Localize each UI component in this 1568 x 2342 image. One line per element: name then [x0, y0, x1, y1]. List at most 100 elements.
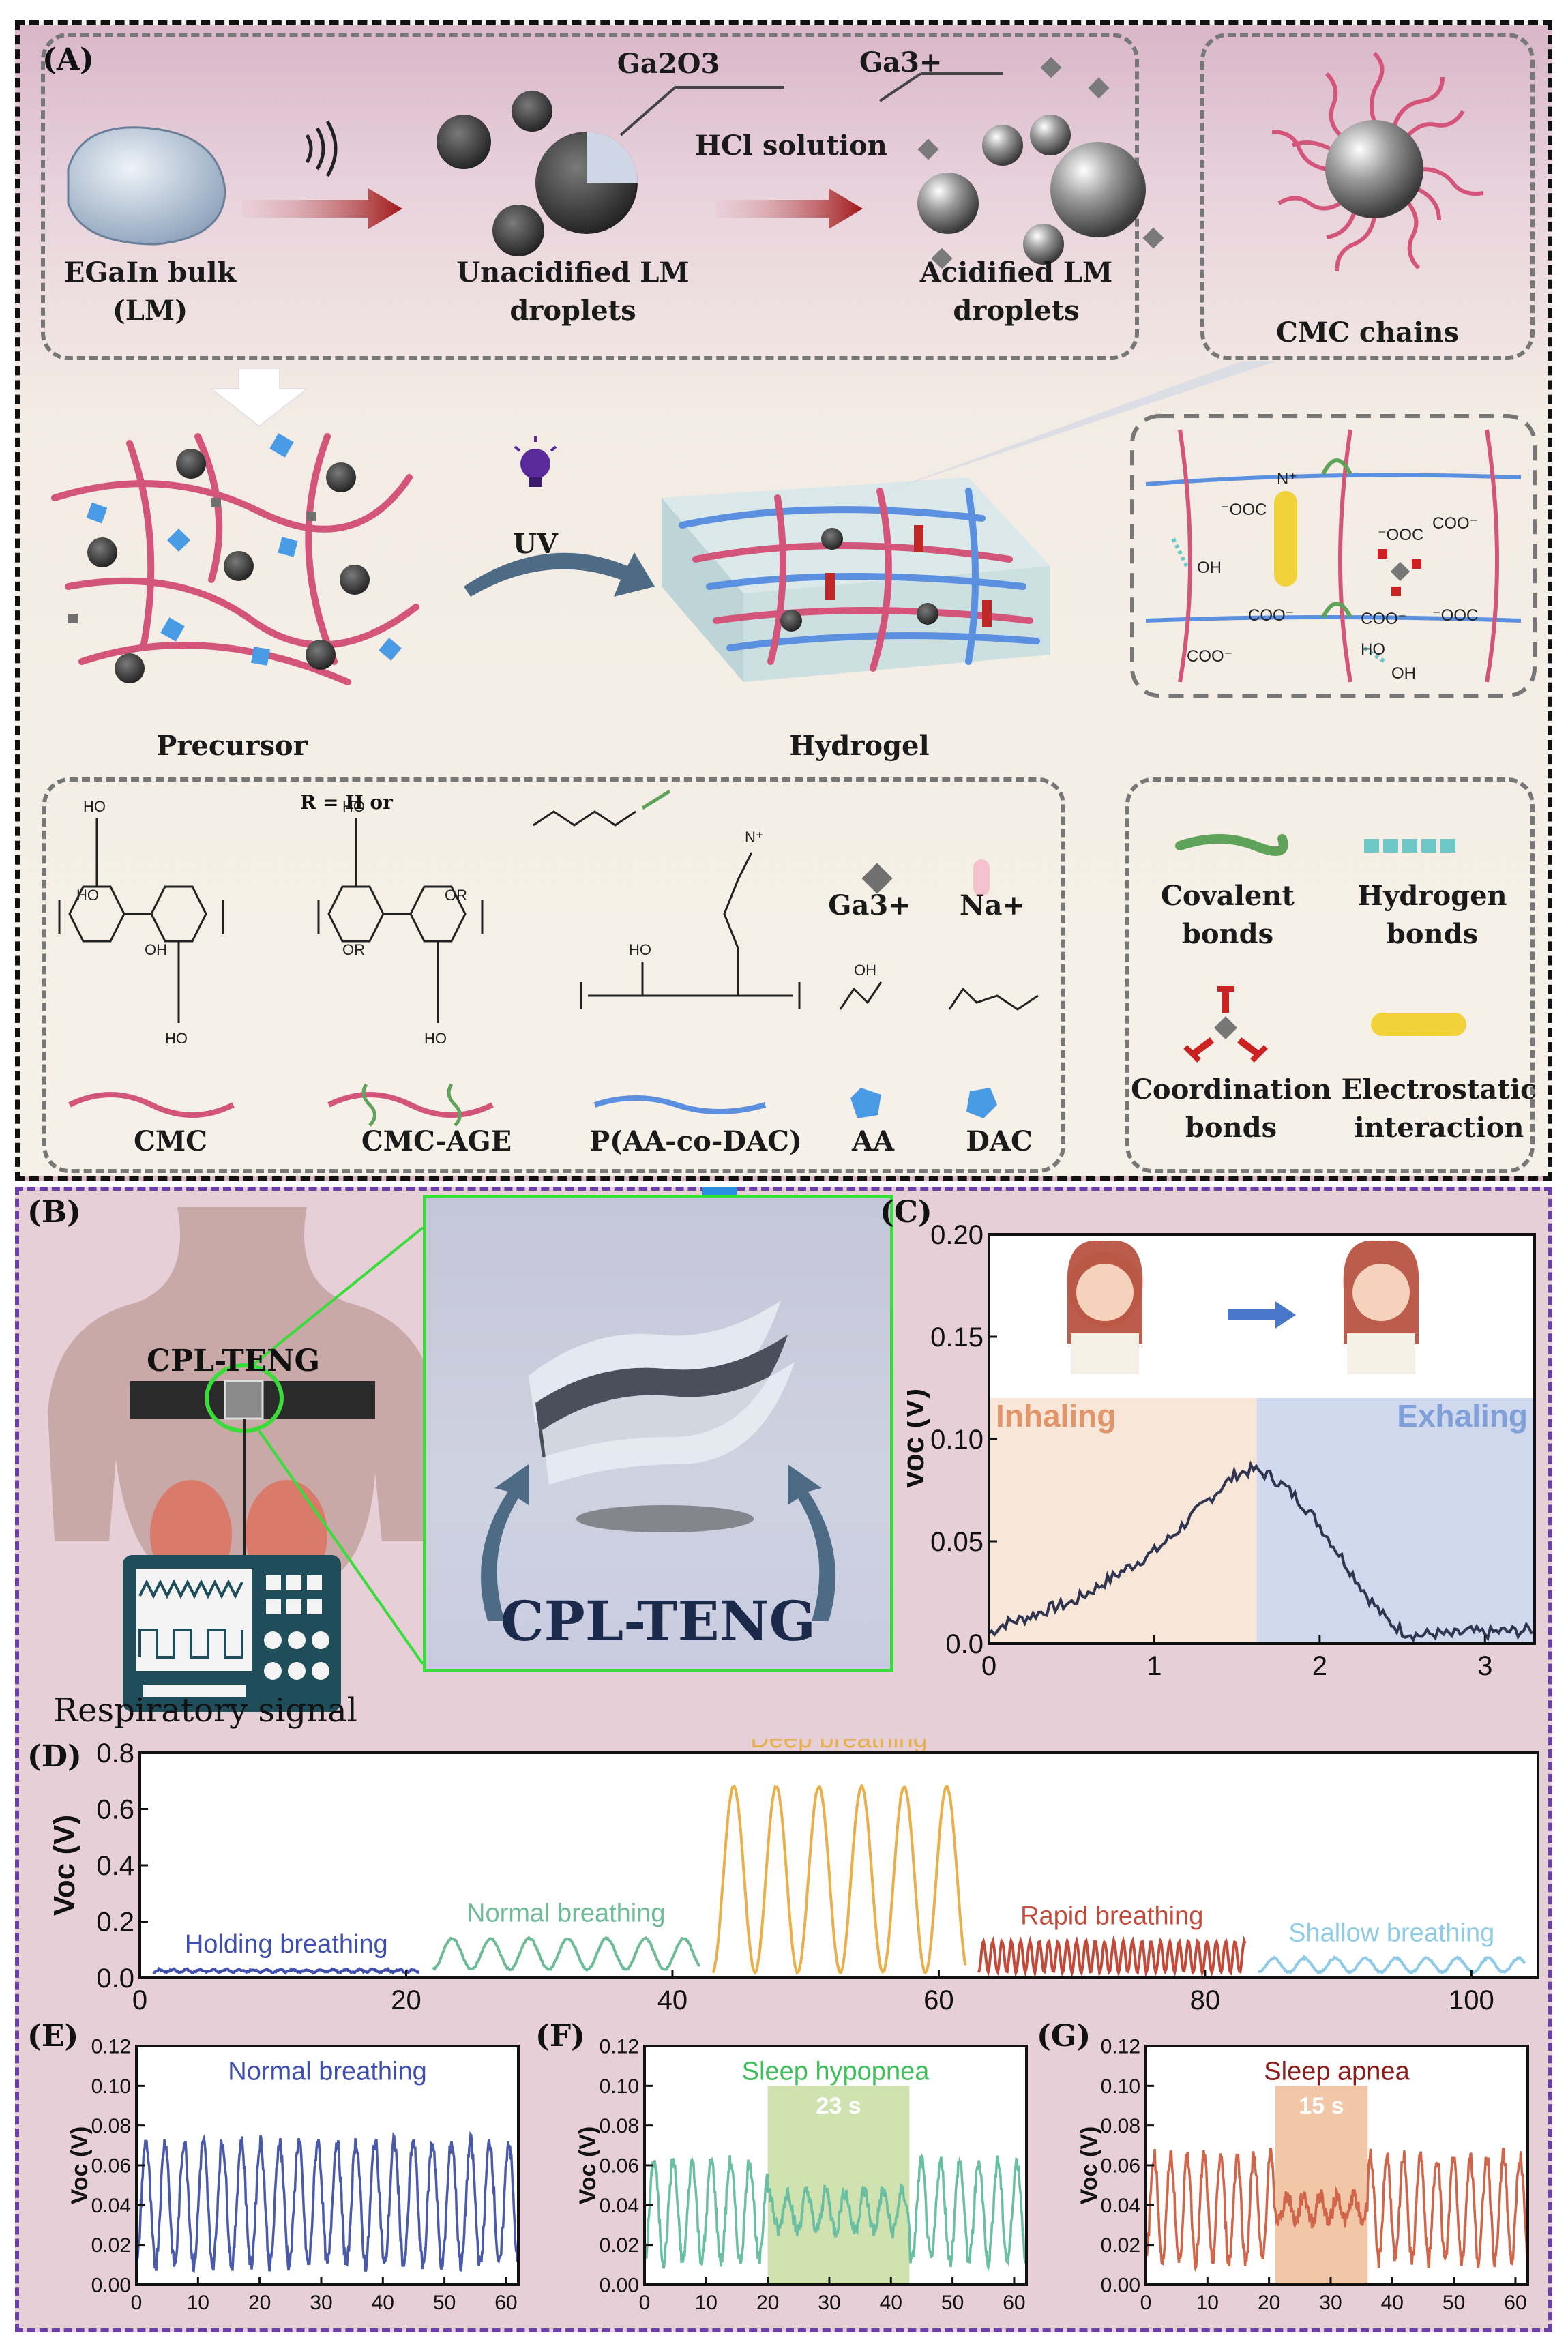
cmc-age-chain-icon [327, 1092, 494, 1118]
svg-text:⁻OOC: ⁻OOC [1221, 501, 1267, 519]
precursor-network-icon [51, 433, 419, 685]
svg-text:⁻OOC: ⁻OOC [1432, 606, 1478, 625]
series-line [988, 1460, 1533, 1643]
cmc-legend-label: CMC [134, 1125, 207, 1157]
svg-text:HO: HO [83, 798, 106, 815]
svg-text:HO: HO [342, 798, 365, 815]
event-region [767, 2086, 910, 2285]
covalent-label-2: bonds [1181, 918, 1274, 950]
svg-text:COO⁻: COO⁻ [1432, 514, 1478, 533]
x-tick-label: 50 [433, 2292, 456, 2314]
y-tick-label: 0.4 [96, 1851, 134, 1881]
y-tick-label: 0.08 [91, 2115, 131, 2137]
y-tick-label: 0.02 [600, 2234, 639, 2257]
y-tick-label: 0.06 [600, 2155, 639, 2178]
series-line [643, 2152, 1028, 2272]
respiratory-signal-label: Respiratory signal [53, 1691, 357, 1730]
svg-text:OR: OR [342, 941, 365, 958]
arrow-down-icon [209, 368, 309, 428]
y-tick-label: 0.0 [96, 1963, 134, 1993]
dac-monomer-icon [966, 1088, 997, 1118]
panel-e-label: (E) [27, 2019, 79, 2054]
segment-label: Holding breathing [185, 1930, 388, 1959]
x-tick-label: 60 [494, 2292, 517, 2314]
svg-text:COO⁻: COO⁻ [1187, 647, 1232, 666]
event-duration-label: 23 s [816, 2093, 861, 2119]
region-inhaling [989, 1398, 1257, 1644]
region-label: Inhaling [996, 1398, 1116, 1434]
svg-text:OR: OR [445, 887, 467, 904]
series-line [135, 2131, 520, 2274]
x-tick-label: 60 [923, 1985, 954, 2015]
x-tick-label: 60 [1504, 2292, 1526, 2314]
covalent-bond-icon [1175, 834, 1288, 856]
x-tick-label: 0 [1140, 2292, 1152, 2314]
y-tick-label: 0.00 [600, 2274, 639, 2297]
x-tick-label: 50 [1443, 2292, 1465, 2314]
inhale-face-icon [1067, 1240, 1143, 1374]
na-legend-label: Na+ [960, 889, 1025, 921]
y-tick-label: 0.02 [1101, 2234, 1140, 2257]
aa-legend-label: AA [851, 1125, 895, 1157]
electrostatic-icon [1371, 1013, 1466, 1036]
x-tick-label: 40 [1381, 2292, 1404, 2314]
plot-area [140, 1753, 1538, 1978]
coordination-bond-icon [1183, 986, 1268, 1063]
y-tick-label: 0.10 [600, 2075, 639, 2098]
x-tick-label: 30 [1319, 2292, 1342, 2314]
aa-monomer-icon [850, 1088, 881, 1118]
hydrogel-label: Hydrogel [789, 730, 930, 762]
svg-text:HO: HO [629, 941, 651, 958]
precursor-label: Precursor [156, 730, 308, 762]
series-line [1144, 2147, 1529, 2272]
y-tick-label: 0.0 [945, 1629, 983, 1659]
panel-c-label: (C) [880, 1195, 932, 1230]
y-tick-label: 0.2 [96, 1908, 134, 1938]
uv-label: UV [513, 528, 558, 560]
lm-process-illustration [67, 51, 1484, 272]
segment-label: Shallow breathing [1288, 1918, 1494, 1947]
covalent-label: Covalent [1161, 880, 1295, 912]
y-tick-label: 0.06 [1101, 2155, 1140, 2178]
ga2o3-label: Ga2O3 [617, 48, 720, 80]
svg-text:COO⁻: COO⁻ [1361, 610, 1406, 628]
panel-d-label: (D) [27, 1739, 82, 1774]
y-tick-label: 0.04 [91, 2195, 131, 2217]
series-line [1258, 1954, 1526, 1975]
acidified-label-2: droplets [953, 295, 1080, 327]
chemical-legend-box [42, 777, 1065, 1173]
acidified-label: Acidified LM [919, 256, 1113, 288]
y-axis-label: Voc (V) [907, 1389, 930, 1489]
hydrogen-label-2: bonds [1386, 918, 1479, 950]
x-tick-label: 20 [391, 1985, 421, 2015]
x-tick-label: 80 [1190, 1985, 1221, 2015]
cmc-chain-icon [68, 1092, 235, 1118]
uv-lamp-icon [514, 436, 557, 487]
series-line [432, 1936, 700, 1972]
y-tick-label: 0.08 [600, 2115, 639, 2137]
paa-dac-legend-label: P(AA-co-DAC) [589, 1125, 802, 1157]
chart-title: Sleep hypopnea [742, 2058, 930, 2086]
electrostatic-label: Electrostatic [1341, 1073, 1537, 1106]
svg-text:OH: OH [854, 962, 876, 979]
bond-legend-box [1125, 777, 1535, 1173]
event-region [1275, 2086, 1368, 2285]
x-tick-label: 50 [941, 2292, 964, 2314]
unacidified-label-2: droplets [509, 295, 636, 327]
paa-dac-chain-icon [593, 1095, 767, 1114]
x-tick-label: 60 [1003, 2292, 1025, 2314]
coordination-label: Coordination [1131, 1073, 1331, 1106]
x-tick-label: 100 [1449, 1985, 1494, 2015]
y-tick-label: 0.10 [930, 1425, 983, 1455]
chart-title: Sleep apnea [1264, 2058, 1410, 2086]
ultrasound-icon [305, 134, 313, 164]
egain-bulk-icon [67, 126, 226, 246]
x-tick-label: 0 [132, 1985, 147, 2015]
y-tick-label: 0.08 [1101, 2115, 1140, 2137]
svg-text:HO: HO [1361, 640, 1385, 659]
x-tick-label: 2 [1312, 1651, 1327, 1681]
y-tick-label: 0.02 [91, 2234, 131, 2257]
